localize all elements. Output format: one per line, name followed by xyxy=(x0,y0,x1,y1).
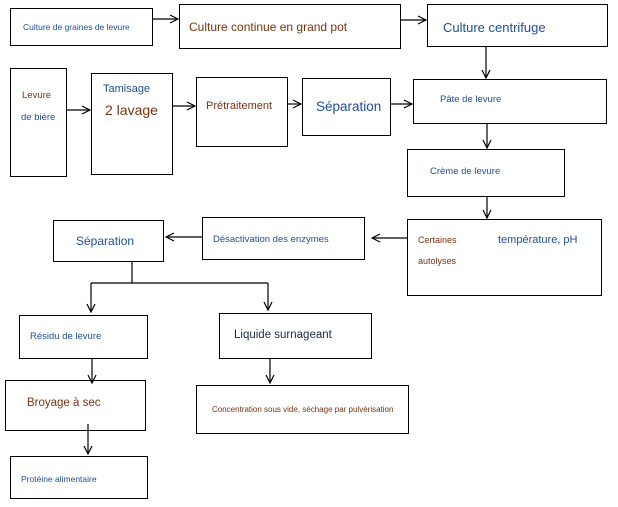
box-brewers-yeast: Levure de bière xyxy=(10,68,67,177)
concentration-label: Concentration sous vide, séchage par pul… xyxy=(212,405,394,414)
box-autolysis: Certaines température, pH autolyses xyxy=(407,219,602,296)
box-centrifuge-culture: Culture centrifuge xyxy=(427,4,608,47)
box-yeast-paste: Pâte de levure xyxy=(413,79,607,124)
box-concentration: Concentration sous vide, séchage par pul… xyxy=(196,385,409,434)
continuous-culture-label: Culture continue en grand pot xyxy=(189,20,348,34)
enzyme-deactivation-label: Désactivation des enzymes xyxy=(213,234,329,245)
supernatant-label: Liquide surnageant xyxy=(234,329,332,341)
separation-1-label: Séparation xyxy=(316,99,382,114)
autolysis-line2: autolyses xyxy=(418,256,457,266)
sieving-line2: 2 lavage xyxy=(105,102,158,118)
box-food-protein: Protéine alimentaire xyxy=(10,456,148,499)
box-enzyme-deactivation: Désactivation des enzymes xyxy=(202,217,365,260)
sieving-line1: Tamisage xyxy=(103,83,151,95)
box-yeast-cream: Crème de levure xyxy=(407,149,565,197)
box-pretreatment: Prétraitement xyxy=(196,77,288,147)
brewers-yeast-line2: de bière xyxy=(21,112,56,123)
box-sieving: Tamisage 2 lavage xyxy=(91,73,173,175)
food-protein-label: Protéine alimentaire xyxy=(21,474,97,484)
autolysis-conditions: température, pH xyxy=(498,234,578,246)
box-dry-grinding: Broyage à sec xyxy=(5,380,146,431)
yeast-paste-label: Pâte de levure xyxy=(440,94,502,105)
pretreatment-label: Prétraitement xyxy=(206,100,273,112)
separation-2-label: Séparation xyxy=(76,234,135,248)
box-separation-1: Séparation xyxy=(302,78,391,136)
box-seed-culture: Culture de graines de levure xyxy=(10,8,153,46)
box-continuous-culture: Culture continue en grand pot xyxy=(179,4,401,49)
autolysis-line1: Certaines xyxy=(418,235,457,245)
box-yeast-residue: Résidu de levure xyxy=(19,315,148,359)
box-supernatant: Liquide surnageant xyxy=(219,313,372,359)
centrifuge-culture-label: Culture centrifuge xyxy=(443,20,546,35)
seed-culture-label: Culture de graines de levure xyxy=(23,22,130,32)
yeast-cream-label: Crème de levure xyxy=(430,166,501,177)
box-separation-2: Séparation xyxy=(53,220,164,262)
yeast-residue-label: Résidu de levure xyxy=(30,331,102,342)
dry-grinding-label: Broyage à sec xyxy=(27,397,101,409)
brewers-yeast-line1: Levure xyxy=(22,90,52,101)
